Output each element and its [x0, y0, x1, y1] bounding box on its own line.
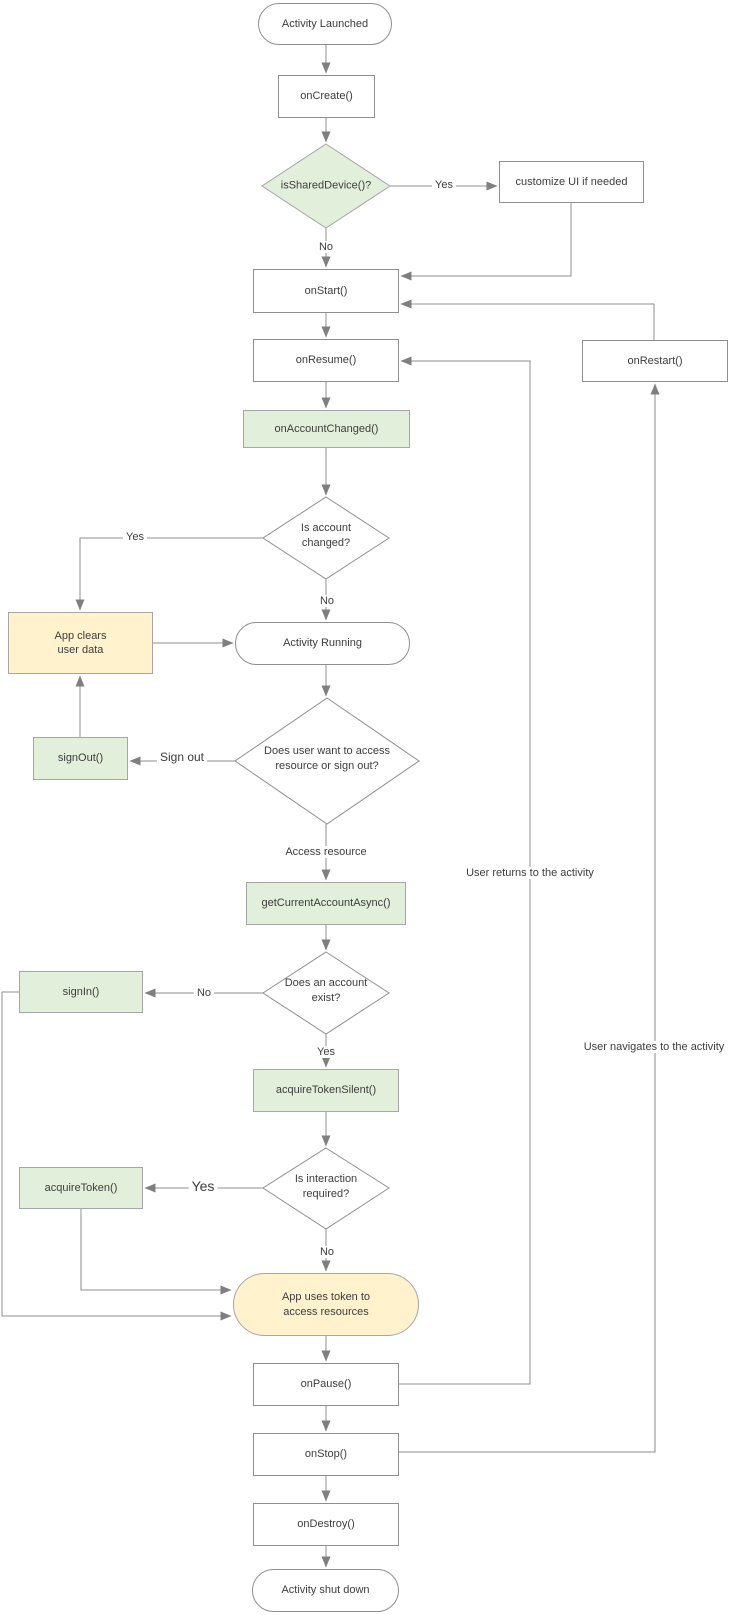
node-onstop: onStop()	[253, 1433, 399, 1476]
node-does-user-want-shape	[234, 697, 420, 825]
node-activity-launched: Activity Launched	[258, 3, 392, 45]
node-acquiretokensilent: acquireTokenSilent()	[253, 1069, 399, 1112]
node-is-interaction-required-shape	[262, 1147, 390, 1230]
node-activity-running: Activity Running	[235, 622, 410, 665]
edge-label-access-resource: Access resource	[282, 846, 370, 858]
node-isshareddevice-shape	[261, 143, 391, 229]
edge-label-account-exist-yes: Yes	[314, 1046, 338, 1058]
node-signin: signIn()	[19, 971, 143, 1013]
edge-signin-appusestoken	[1, 991, 232, 1321]
node-app-uses-token: App uses token to access resources	[233, 1273, 419, 1336]
edge-label-interaction-yes: Yes	[188, 1178, 218, 1194]
edge-label-sign-out: Sign out	[156, 750, 208, 764]
node-onrestart: onRestart()	[582, 340, 728, 382]
edge-label-account-changed-no: No	[316, 595, 338, 607]
edge-label-user-navigates: User navigates to the activity	[580, 1041, 728, 1053]
node-customize-ui: customize UI if needed	[499, 161, 644, 203]
edge-label-user-returns: User returns to the activity	[463, 867, 597, 879]
node-does-account-exist-shape	[262, 951, 390, 1035]
node-ondestroy: onDestroy()	[253, 1503, 399, 1546]
node-onaccountchanged: onAccountChanged()	[243, 410, 410, 448]
node-getcurrentaccountasync: getCurrentAccountAsync()	[246, 882, 406, 925]
edge-label-account-changed-yes: Yes	[123, 531, 147, 543]
edge-customizeui-onstart	[400, 203, 572, 281]
edge-onstop-onrestart	[399, 383, 660, 1453]
edge-label-shared-no: No	[315, 241, 337, 253]
node-activity-shut-down: Activity shut down	[252, 1569, 399, 1612]
node-is-account-changed-shape	[262, 496, 390, 580]
edge-label-shared-yes: Yes	[432, 179, 456, 191]
node-oncreate: onCreate()	[278, 75, 375, 118]
node-signout: signOut()	[33, 737, 128, 780]
node-app-clears-user-data: App clears user data	[8, 612, 153, 674]
edge-label-account-exist-no: No	[193, 987, 215, 999]
edge-isaccountchanged-appclears	[75, 537, 263, 611]
node-onresume: onResume()	[253, 339, 399, 382]
edge-label-interaction-no: No	[316, 1246, 338, 1258]
node-onpause: onPause()	[253, 1363, 399, 1406]
node-acquiretoken: acquireToken()	[19, 1167, 143, 1209]
edge-onrestart-onstart	[400, 299, 655, 340]
edge-acquiretoken-appusestoken	[80, 1209, 232, 1295]
node-onstart: onStart()	[253, 269, 399, 313]
